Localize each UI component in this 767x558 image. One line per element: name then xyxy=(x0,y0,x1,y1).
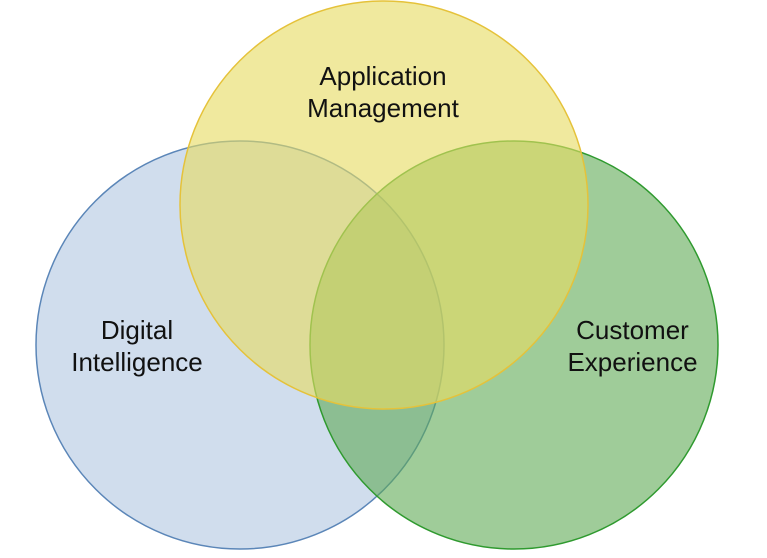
application-management-circle xyxy=(179,0,589,410)
customer-experience-label: Customer Experience xyxy=(545,314,720,378)
digital-intelligence-line1: Digital xyxy=(100,315,174,345)
application-management-label: Application Management xyxy=(283,60,483,124)
digital-intelligence-line2: Intelligence xyxy=(71,347,203,377)
application-management-line2: Management xyxy=(307,93,459,123)
customer-experience-line2: Experience xyxy=(567,347,698,377)
customer-experience-line1: Customer xyxy=(576,315,689,345)
digital-intelligence-label: Digital Intelligence xyxy=(52,314,222,378)
application-management-line1: Application xyxy=(319,61,447,91)
